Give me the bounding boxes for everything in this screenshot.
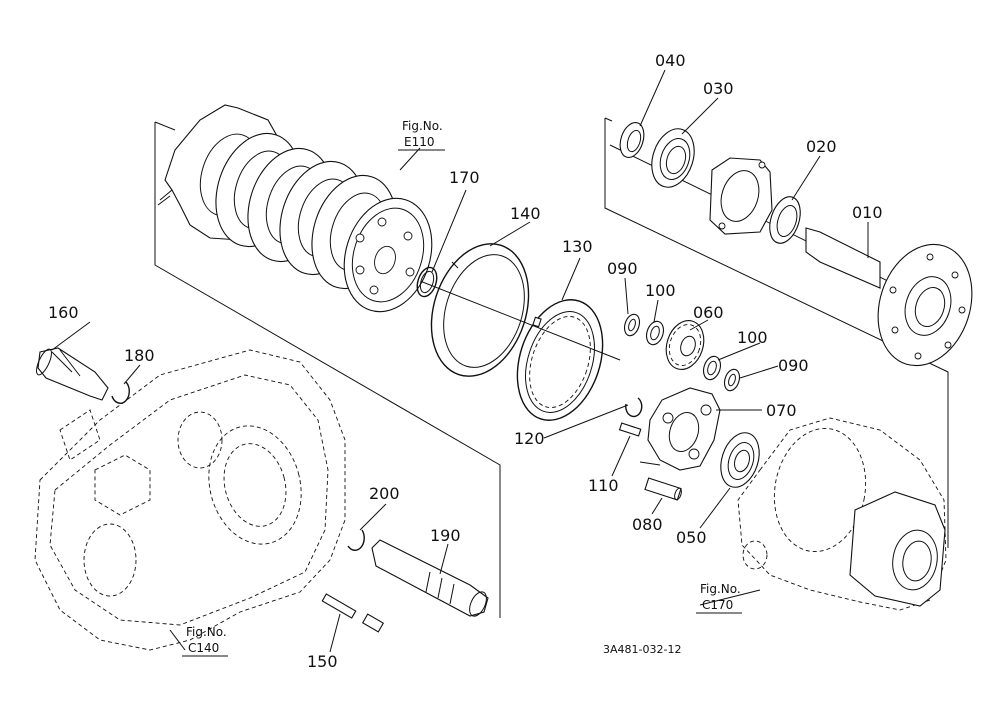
label-120: 120: [514, 429, 545, 448]
fig-ref-c170: Fig.No. C170: [696, 582, 742, 614]
label-170: 170: [449, 168, 480, 187]
label-180: 180: [124, 346, 155, 365]
axle-010: [805, 227, 973, 367]
ref-c140-line2: C140: [188, 641, 219, 655]
ref-e110-line2: E110: [404, 135, 435, 149]
ring-140: [430, 243, 530, 377]
assembly-frame-right: [604, 117, 949, 548]
label-070: 070: [766, 401, 797, 420]
ref-e110-line1: Fig.No.: [402, 119, 443, 133]
bearing-030: [651, 128, 695, 188]
gear-060: [665, 320, 705, 370]
label-160: 160: [48, 303, 79, 322]
transmission-case: [34, 349, 346, 651]
seal-040: [619, 121, 645, 159]
drawing-code: 3A481-032-12: [603, 643, 681, 656]
shaft-160: [36, 347, 109, 401]
label-050: 050: [676, 528, 707, 547]
label-010: 010: [852, 203, 883, 222]
label-150: 150: [307, 652, 338, 671]
ref-c140-line1: Fig.No.: [186, 625, 227, 639]
final-case-housing: [737, 417, 947, 611]
pin-110: [618, 422, 642, 437]
fig-ref-c140: Fig.No. C140: [182, 625, 228, 657]
bearing-100-b: [702, 355, 722, 381]
clip-120: [625, 397, 643, 418]
label-090-b: 090: [778, 356, 809, 375]
shaft-190: [371, 539, 489, 617]
label-040: 040: [655, 51, 686, 70]
clip-180: [111, 381, 130, 404]
o-ring-170: [416, 266, 438, 298]
part-labels: 040 030 020 010 170 140 130 090 100 060 …: [48, 51, 883, 671]
ref-c170-line1: Fig.No.: [700, 582, 741, 596]
label-110: 110: [588, 476, 619, 495]
label-130: 130: [562, 237, 593, 256]
label-200: 200: [369, 484, 400, 503]
bearing-100-a: [645, 320, 665, 346]
label-030: 030: [703, 79, 734, 98]
clip-200: [347, 529, 365, 551]
label-090-a: 090: [607, 259, 638, 278]
assembly-frame-left: [154, 121, 501, 618]
housing-cover: [709, 157, 773, 235]
ring-gear-130: [516, 299, 604, 421]
label-060: 060: [693, 303, 724, 322]
leader-lines: [51, 69, 869, 653]
bearing-050: [720, 432, 760, 488]
pin-150: [321, 593, 385, 633]
label-080: 080: [632, 515, 663, 534]
label-020: 020: [806, 137, 837, 156]
label-100-b: 100: [737, 328, 768, 347]
washer-090-b: [723, 368, 741, 392]
brake-plate-stack: [157, 104, 433, 313]
carrier-070: [647, 387, 721, 471]
seal-020: [769, 196, 801, 244]
label-140: 140: [510, 204, 541, 223]
washer-090-a: [623, 313, 641, 337]
ref-c170-line2: C170: [702, 598, 733, 612]
label-190: 190: [430, 526, 461, 545]
fig-ref-e110: Fig.No. E110: [398, 119, 445, 151]
label-100-a: 100: [645, 281, 676, 300]
pin-080: [644, 477, 682, 501]
